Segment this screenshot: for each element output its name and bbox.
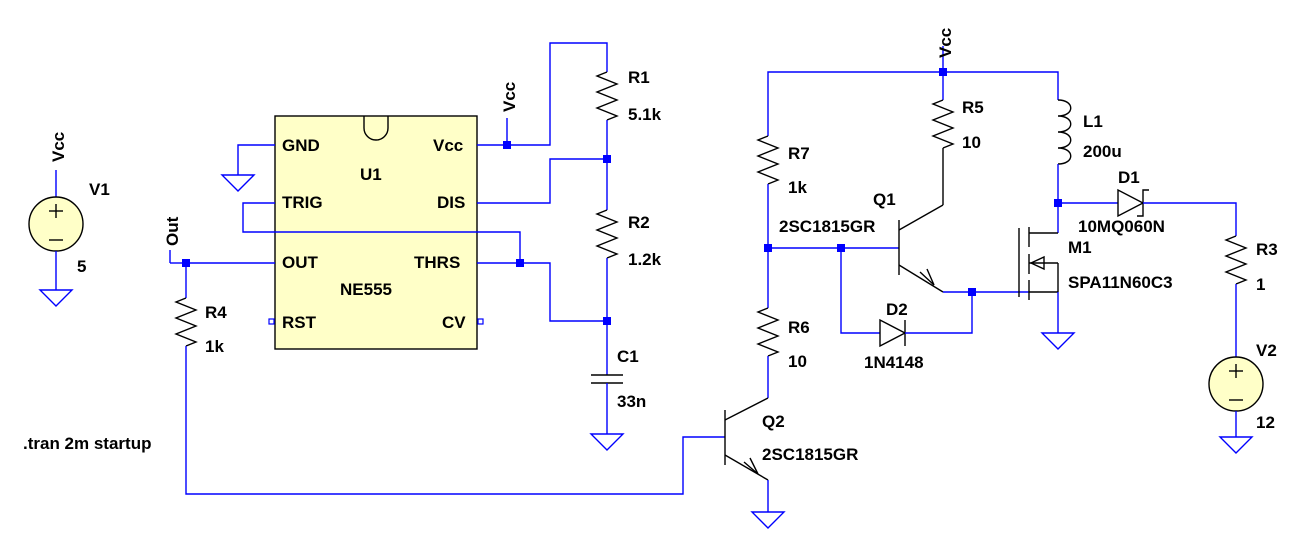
c1-value: 33n	[617, 392, 646, 411]
vcc-rail	[767, 46, 1059, 136]
m1-name: M1	[1068, 238, 1092, 257]
v1-vcc-label: Vcc	[49, 132, 68, 162]
q2-transistor[interactable]	[724, 397, 786, 529]
u1-pin-dis: DIS	[437, 193, 465, 212]
m1-value: SPA11N60C3	[1068, 273, 1173, 292]
u1-cv-pin-marker	[477, 318, 484, 325]
r3-value: 1	[1256, 275, 1265, 294]
r1-value: 5.1k	[628, 105, 662, 124]
r5-name: R5	[962, 98, 984, 117]
u1-pin-vcc: Vcc	[433, 136, 463, 155]
r6-name: R6	[788, 318, 810, 337]
r7-value: 1k	[788, 178, 807, 197]
u1-pin-thrs: THRS	[414, 253, 460, 272]
v2-value: 12	[1256, 413, 1275, 432]
r2-name: R2	[628, 213, 650, 232]
l1-value: 200u	[1083, 142, 1122, 161]
q2-value: 2SC1815GR	[762, 445, 858, 464]
r1-resistor[interactable]	[595, 64, 619, 159]
d1-diode[interactable]	[1058, 188, 1237, 236]
v1-value: 5	[77, 257, 86, 276]
u1-pin-gnd: GND	[282, 136, 320, 155]
q1-name: Q1	[873, 190, 896, 209]
r7-resistor[interactable]	[756, 135, 780, 308]
m1-mosfet[interactable]	[1018, 227, 1076, 350]
q2-name: Q2	[762, 412, 785, 431]
u1-gnd-wiring	[220, 144, 275, 192]
u1-rst-pin-marker	[268, 318, 275, 325]
r1-name: R1	[628, 68, 650, 87]
u1-name: U1	[360, 165, 382, 184]
v2-name: V2	[1256, 341, 1277, 360]
r4-resistor[interactable]	[174, 297, 725, 495]
u1-pin-cv: CV	[442, 313, 466, 332]
r2-value: 1.2k	[628, 250, 662, 269]
u1-vcc-wiring	[477, 42, 608, 149]
r7-name: R7	[788, 144, 810, 163]
q1-transistor[interactable]	[898, 148, 1029, 293]
l1-name: L1	[1083, 112, 1103, 131]
u1-type: NE555	[340, 280, 392, 299]
out-wiring	[169, 250, 275, 298]
d2-name: D2	[886, 300, 908, 319]
out-net-label: Out	[163, 216, 182, 246]
d2-value: 1N4148	[864, 353, 924, 372]
u1-pin-out: OUT	[282, 253, 319, 272]
r6-resistor[interactable]	[756, 307, 780, 398]
r2-resistor[interactable]	[595, 159, 619, 321]
v2-source[interactable]	[1208, 356, 1264, 454]
d1-value: 10MQ060N	[1078, 217, 1165, 236]
tran-directive[interactable]: .tran 2m startup	[23, 434, 151, 453]
r3-resistor[interactable]	[1224, 235, 1248, 357]
l1-inductor[interactable]	[1057, 99, 1072, 233]
r3-name: R3	[1256, 240, 1278, 259]
vcc-rail-label: Vcc	[936, 28, 955, 58]
r6-value: 10	[788, 352, 807, 371]
r5-value: 10	[962, 133, 981, 152]
v1-source[interactable]	[28, 170, 84, 307]
r5-resistor[interactable]	[931, 72, 955, 149]
v1-name: V1	[89, 180, 110, 199]
d1-name: D1	[1118, 168, 1140, 187]
u1-pin-rst: RST	[282, 313, 317, 332]
u1-pin-trig: TRIG	[282, 193, 323, 212]
d2-diode[interactable]	[840, 248, 973, 348]
u1-vcc-net-label: Vcc	[500, 82, 519, 112]
dis-wiring	[477, 158, 607, 204]
r4-name: R4	[205, 303, 227, 322]
r4-value: 1k	[205, 337, 224, 356]
trig-thrs-wiring	[242, 202, 607, 322]
c1-capacitor[interactable]	[589, 321, 625, 451]
q1-value: 2SC1815GR	[779, 217, 875, 236]
c1-name: C1	[617, 347, 639, 366]
